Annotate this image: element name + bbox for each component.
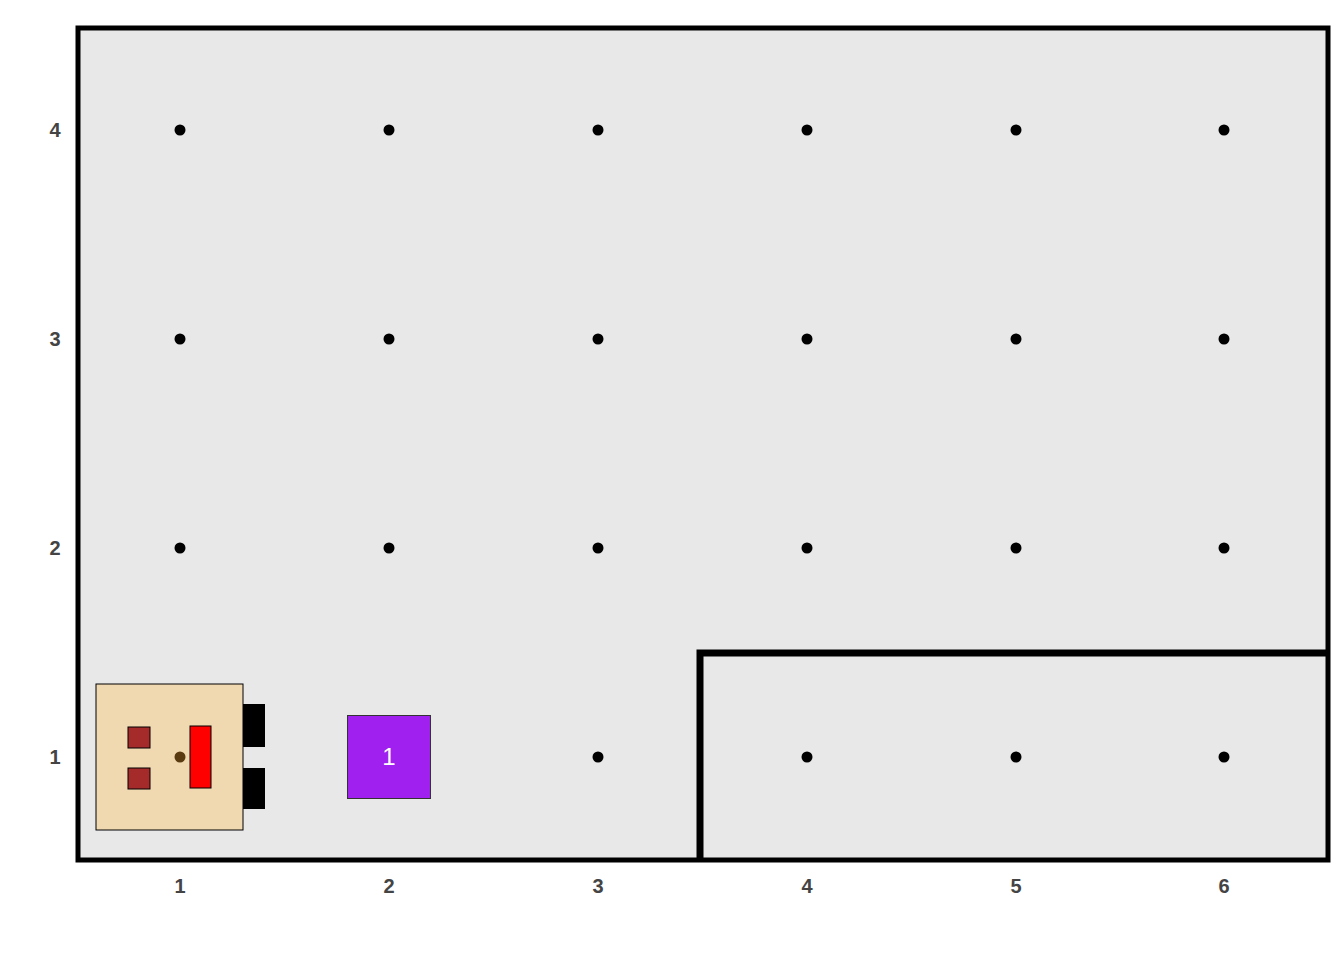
box-number: 1	[382, 743, 395, 771]
axis-label: 3	[592, 875, 603, 898]
axis-label: 6	[1218, 875, 1229, 898]
axis-label: 3	[49, 328, 60, 351]
inner-wall	[700, 653, 1328, 860]
arena-wall	[78, 28, 1328, 860]
axis-label: 5	[1010, 875, 1021, 898]
axis-label: 2	[49, 537, 60, 560]
axis-label: 4	[801, 875, 812, 898]
axis-label: 1	[174, 875, 185, 898]
grid-dots	[175, 125, 1230, 763]
box-block: 1	[347, 715, 431, 799]
axis-label: 1	[49, 746, 60, 769]
axis-label: 2	[383, 875, 394, 898]
robot	[96, 684, 265, 830]
axis-label: 4	[49, 119, 60, 142]
